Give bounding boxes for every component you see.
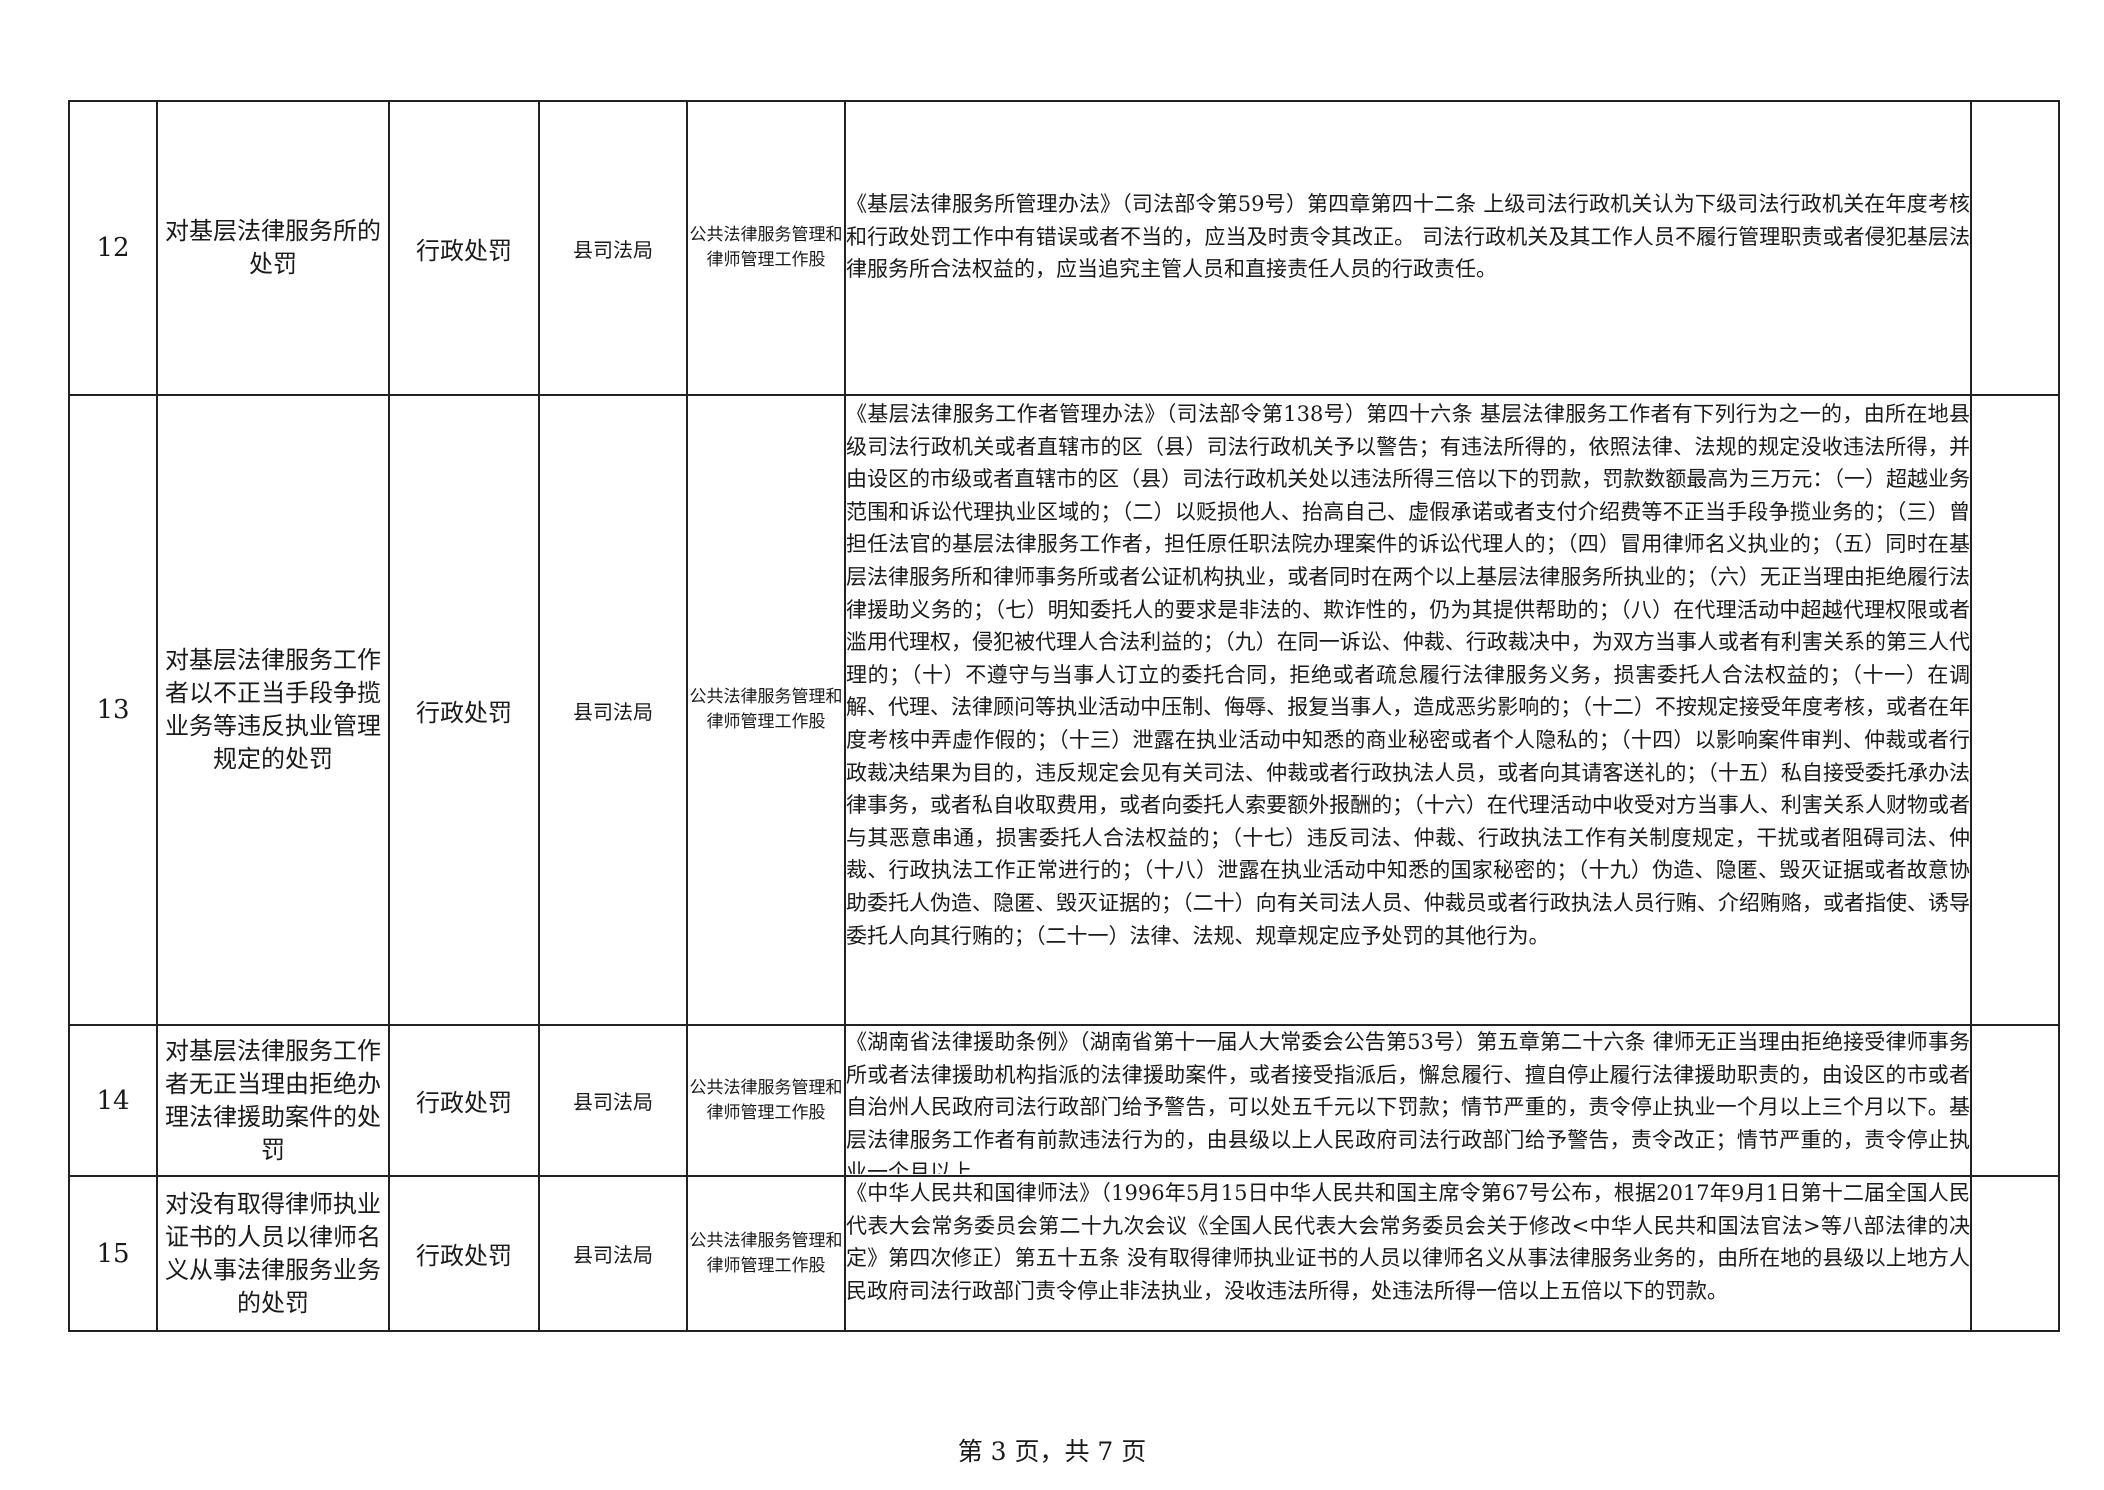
power-type: 行政处罚 bbox=[388, 100, 540, 396]
table-row: 12 对基层法律服务所的处罚 行政处罚 县司法局 公共法律服务管理和律师管理工作… bbox=[68, 100, 2060, 396]
row-number: 14 bbox=[68, 1024, 158, 1177]
legal-basis: 《湖南省法律援助条例》（湖南省第十一届人大常委会公告第53号）第五章第二十六条 … bbox=[844, 1024, 1972, 1177]
power-type: 行政处罚 bbox=[388, 1175, 540, 1332]
remarks-cell bbox=[1970, 1024, 2060, 1177]
legal-basis: 《基层法律服务工作者管理办法》（司法部令第138号）第四十六条 基层法律服务工作… bbox=[844, 394, 1972, 1026]
table-row: 13 对基层法律服务工作者以不正当手段争揽业务等违反执业管理规定的处罚 行政处罚… bbox=[68, 394, 2060, 1026]
legal-basis-text: 《基层法律服务所管理办法》（司法部令第59号）第四章第四十二条 上级司法行政机关… bbox=[846, 192, 1970, 282]
implementing-department: 县司法局 bbox=[538, 1024, 688, 1177]
responsible-unit: 公共法律服务管理和律师管理工作股 bbox=[686, 1175, 846, 1332]
item-name: 对基层法律服务工作者以不正当手段争揽业务等违反执业管理规定的处罚 bbox=[156, 394, 390, 1026]
page-footer: 第 3 页，共 7 页 bbox=[957, 1437, 1147, 1466]
power-list-table: 12 对基层法律服务所的处罚 行政处罚 县司法局 公共法律服务管理和律师管理工作… bbox=[68, 100, 2060, 1332]
table-row: 14 对基层法律服务工作者无正当理由拒绝办理法律援助案件的处罚 行政处罚 县司法… bbox=[68, 1024, 2060, 1177]
item-name: 对没有取得律师执业证书的人员以律师名义从事法律服务业务的处罚 bbox=[156, 1175, 390, 1332]
legal-basis-text: 《中华人民共和国律师法》（1996年5月15日中华人民共和国主席令第67号公布，… bbox=[846, 1181, 1970, 1303]
remarks-cell bbox=[1970, 100, 2060, 396]
responsible-unit: 公共法律服务管理和律师管理工作股 bbox=[686, 1024, 846, 1177]
legal-basis: 《中华人民共和国律师法》（1996年5月15日中华人民共和国主席令第67号公布，… bbox=[844, 1175, 1972, 1332]
row-number: 12 bbox=[68, 100, 158, 396]
legal-basis-text: 《湖南省法律援助条例》（湖南省第十一届人大常委会公告第53号）第五章第二十六条 … bbox=[846, 1030, 1970, 1174]
legal-basis: 《基层法律服务所管理办法》（司法部令第59号）第四章第四十二条 上级司法行政机关… bbox=[844, 100, 1972, 396]
legal-basis-text: 《基层法律服务工作者管理办法》（司法部令第138号）第四十六条 基层法律服务工作… bbox=[846, 402, 1970, 948]
table-row: 15 对没有取得律师执业证书的人员以律师名义从事法律服务业务的处罚 行政处罚 县… bbox=[68, 1175, 2060, 1332]
row-number: 15 bbox=[68, 1175, 158, 1332]
row-number: 13 bbox=[68, 394, 158, 1026]
implementing-department: 县司法局 bbox=[538, 100, 688, 396]
power-type: 行政处罚 bbox=[388, 1024, 540, 1177]
item-name: 对基层法律服务所的处罚 bbox=[156, 100, 390, 396]
responsible-unit: 公共法律服务管理和律师管理工作股 bbox=[686, 100, 846, 396]
power-type: 行政处罚 bbox=[388, 394, 540, 1026]
implementing-department: 县司法局 bbox=[538, 1175, 688, 1332]
implementing-department: 县司法局 bbox=[538, 394, 688, 1026]
responsible-unit: 公共法律服务管理和律师管理工作股 bbox=[686, 394, 846, 1026]
remarks-cell bbox=[1970, 1175, 2060, 1332]
remarks-cell bbox=[1970, 394, 2060, 1026]
item-name: 对基层法律服务工作者无正当理由拒绝办理法律援助案件的处罚 bbox=[156, 1024, 390, 1177]
